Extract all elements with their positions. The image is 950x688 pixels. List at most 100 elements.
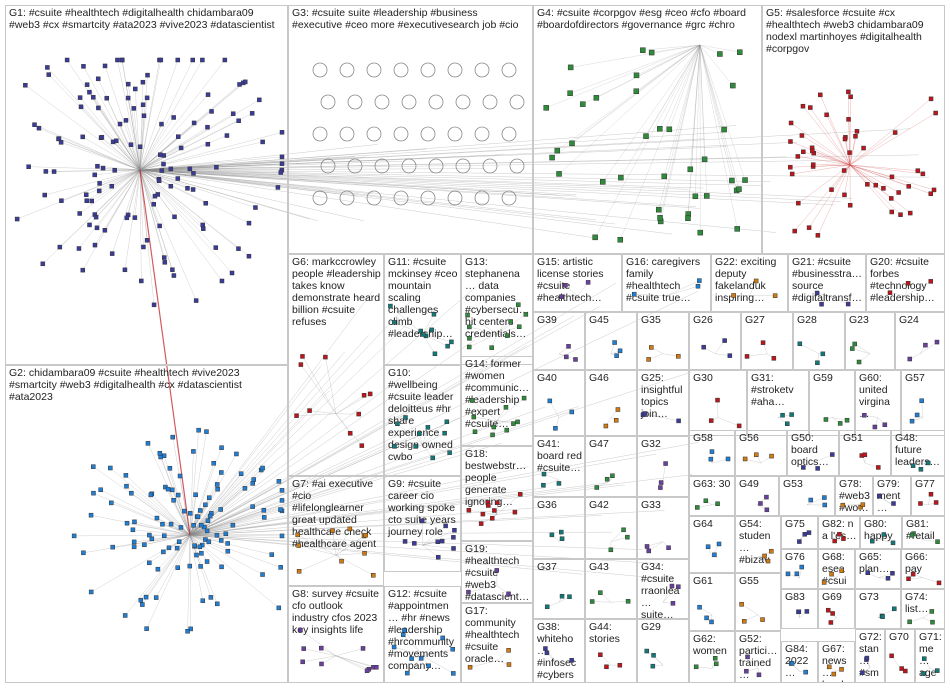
edge bbox=[139, 127, 208, 171]
edge bbox=[690, 44, 701, 170]
node bbox=[923, 342, 928, 348]
edge bbox=[189, 533, 226, 536]
edge bbox=[699, 44, 733, 181]
node-ring bbox=[320, 94, 336, 110]
node bbox=[450, 646, 456, 652]
node bbox=[556, 171, 562, 177]
edge bbox=[82, 136, 141, 171]
edge bbox=[806, 497, 825, 505]
node bbox=[451, 546, 456, 551]
node bbox=[124, 520, 130, 526]
node bbox=[846, 89, 851, 95]
node bbox=[842, 136, 848, 142]
edge bbox=[139, 169, 166, 263]
node bbox=[430, 455, 435, 461]
edge bbox=[173, 500, 191, 536]
node bbox=[814, 290, 820, 296]
node bbox=[506, 591, 511, 597]
node bbox=[95, 163, 100, 169]
edge bbox=[177, 494, 191, 536]
node bbox=[451, 671, 456, 676]
node bbox=[219, 445, 224, 450]
node bbox=[934, 339, 940, 345]
node bbox=[229, 270, 235, 276]
node bbox=[709, 619, 714, 625]
edge bbox=[808, 164, 851, 228]
edge bbox=[83, 534, 191, 554]
node bbox=[797, 539, 802, 544]
edge bbox=[854, 343, 871, 354]
edge bbox=[422, 525, 446, 546]
node bbox=[168, 521, 174, 527]
node bbox=[758, 501, 763, 506]
edge bbox=[797, 156, 851, 166]
edge bbox=[335, 648, 364, 657]
node bbox=[889, 174, 895, 180]
edge bbox=[139, 169, 704, 189]
edge bbox=[139, 169, 188, 189]
edge bbox=[139, 160, 837, 171]
node bbox=[569, 140, 575, 147]
node bbox=[715, 397, 720, 403]
node bbox=[193, 492, 198, 498]
node bbox=[102, 63, 108, 69]
node bbox=[608, 547, 614, 553]
edge bbox=[189, 484, 625, 536]
edge bbox=[132, 529, 191, 536]
node bbox=[191, 523, 196, 528]
node bbox=[176, 539, 182, 544]
node bbox=[804, 609, 810, 614]
edge bbox=[189, 339, 476, 536]
node bbox=[112, 168, 117, 173]
node bbox=[643, 133, 649, 139]
edge bbox=[648, 353, 664, 360]
node bbox=[469, 398, 475, 403]
node bbox=[278, 507, 283, 512]
node bbox=[523, 312, 529, 317]
node-ring bbox=[474, 126, 490, 142]
edge bbox=[189, 534, 191, 629]
node bbox=[802, 532, 808, 537]
node bbox=[32, 122, 37, 127]
node bbox=[426, 663, 431, 669]
node bbox=[760, 617, 765, 622]
edge bbox=[699, 44, 707, 196]
node bbox=[670, 601, 676, 606]
node bbox=[708, 456, 714, 462]
edge bbox=[803, 151, 851, 166]
node bbox=[83, 192, 89, 197]
node bbox=[391, 644, 397, 650]
edge bbox=[849, 132, 896, 166]
node bbox=[506, 648, 511, 653]
node bbox=[729, 177, 735, 184]
edge bbox=[300, 364, 337, 414]
node bbox=[157, 152, 163, 157]
node bbox=[57, 244, 63, 250]
node-ring bbox=[312, 62, 328, 78]
node bbox=[543, 646, 548, 651]
node bbox=[132, 519, 137, 525]
node bbox=[697, 604, 702, 610]
node bbox=[250, 481, 255, 486]
node bbox=[727, 353, 733, 358]
edge bbox=[89, 92, 141, 171]
node bbox=[745, 654, 750, 660]
node bbox=[445, 343, 450, 349]
node bbox=[825, 607, 831, 613]
edge bbox=[335, 655, 377, 668]
node bbox=[178, 145, 184, 151]
edge bbox=[44, 169, 141, 196]
edge bbox=[746, 353, 768, 357]
edge bbox=[139, 144, 208, 171]
edge bbox=[139, 97, 148, 171]
edge bbox=[189, 322, 410, 536]
node bbox=[657, 126, 663, 132]
node bbox=[145, 72, 150, 78]
edge bbox=[139, 161, 403, 171]
node bbox=[701, 344, 706, 350]
node bbox=[907, 356, 913, 362]
node-ring bbox=[366, 62, 382, 78]
node bbox=[425, 425, 431, 430]
edge bbox=[139, 169, 142, 281]
